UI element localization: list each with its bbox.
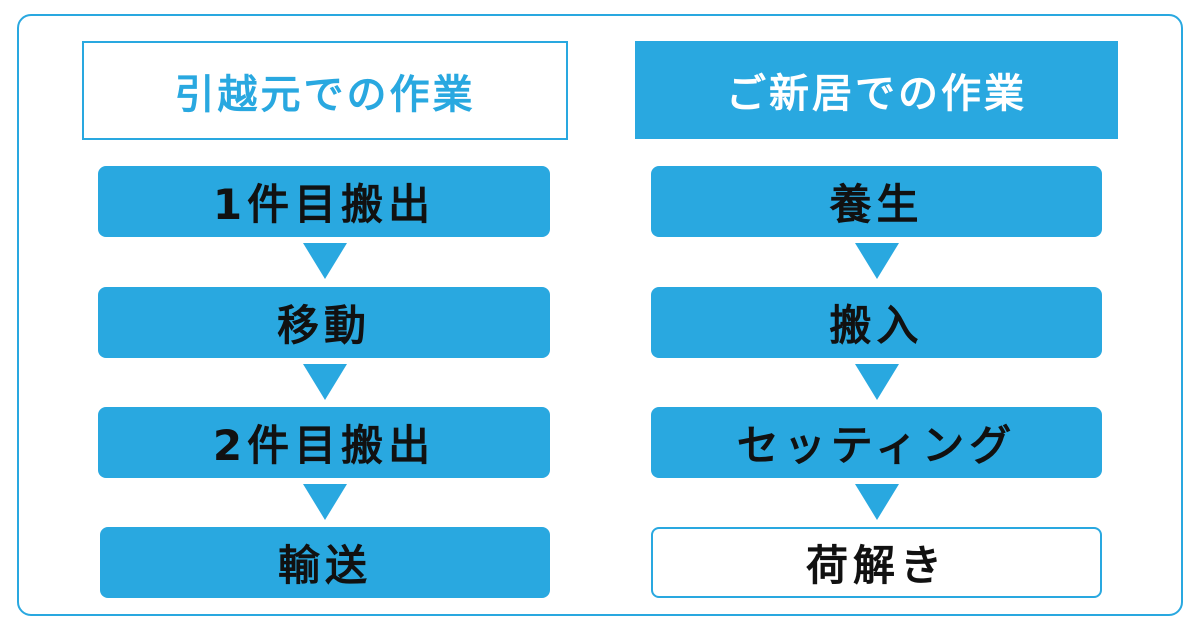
right-step-3: セッティング [651,407,1102,478]
right-step-2: 搬入 [651,287,1102,358]
right-step-3-label: セッティング [736,421,1017,470]
left-step-4-label: 輸送 [277,541,372,590]
down-arrow-icon [855,484,899,520]
down-arrow-icon [303,243,347,279]
right-step-1: 養生 [651,166,1102,237]
right-step-2-label: 搬入 [829,301,924,350]
left-column-title: 引越元での作業 [82,41,568,140]
down-arrow-icon [303,364,347,400]
left-step-2-label: 移動 [276,301,371,350]
right-step-4: 荷解き [651,527,1102,598]
right-column-title-text: ご新居での作業 [726,71,1027,117]
left-step-1: 1件目搬出 [98,166,550,237]
down-arrow-icon [303,484,347,520]
left-step-4: 輸送 [100,527,550,598]
down-arrow-icon [855,243,899,279]
right-step-1-label: 養生 [829,180,924,229]
left-step-3-label: 2件目搬出 [212,421,436,470]
left-step-1-label: 1件目搬出 [212,180,436,229]
left-column-title-text: 引越元での作業 [174,71,476,118]
right-step-4-label: 荷解き [805,541,947,590]
right-column-title: ご新居での作業 [635,41,1118,139]
down-arrow-icon [855,364,899,400]
left-step-3: 2件目搬出 [98,407,550,478]
left-step-2: 移動 [98,287,550,358]
